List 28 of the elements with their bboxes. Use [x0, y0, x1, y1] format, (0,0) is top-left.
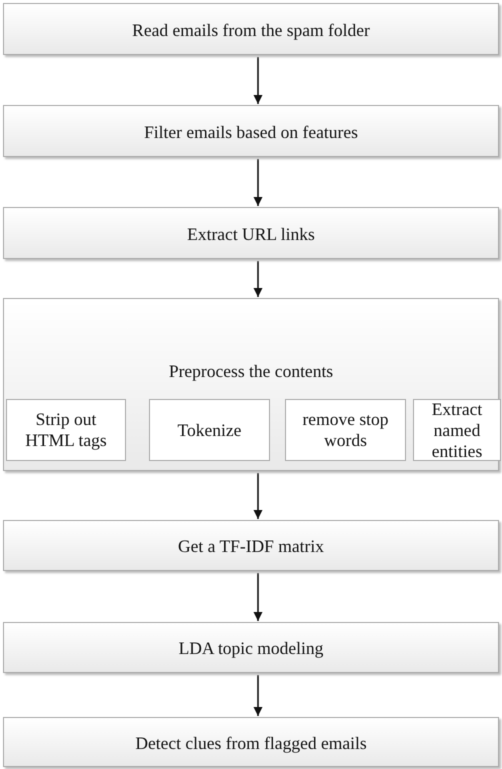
arrow [254, 261, 262, 297]
step-label: Detect clues from flagged emails [134, 732, 368, 754]
step-label: Tokenize [176, 420, 242, 440]
step-label: Read emails from the spam folder [131, 20, 371, 40]
process-box [149, 399, 270, 461]
arrow [254, 573, 262, 621]
process-box [3, 207, 499, 259]
process-box [3, 717, 499, 767]
arrow [254, 57, 262, 104]
step-label: Extract URL links [186, 224, 316, 244]
step-label: Extract named entities [430, 398, 484, 462]
process-box [413, 399, 501, 461]
process-box [6, 399, 126, 461]
arrow [254, 473, 262, 519]
process-box [3, 622, 499, 673]
step-label: remove stop words [302, 409, 390, 451]
step-label: Get a TF-IDF matrix [177, 536, 325, 557]
arrow [254, 675, 262, 716]
step-label: LDA topic modeling [178, 638, 324, 659]
arrow [254, 159, 262, 206]
step-label: Filter emails based on features [143, 122, 359, 142]
step-label: Strip out HTML tags [24, 409, 108, 451]
process-box [3, 298, 499, 471]
process-box [3, 3, 499, 55]
process-box [285, 399, 406, 461]
step-label: Preprocess the contents [168, 361, 334, 382]
process-box [3, 105, 499, 157]
process-box [3, 520, 499, 571]
